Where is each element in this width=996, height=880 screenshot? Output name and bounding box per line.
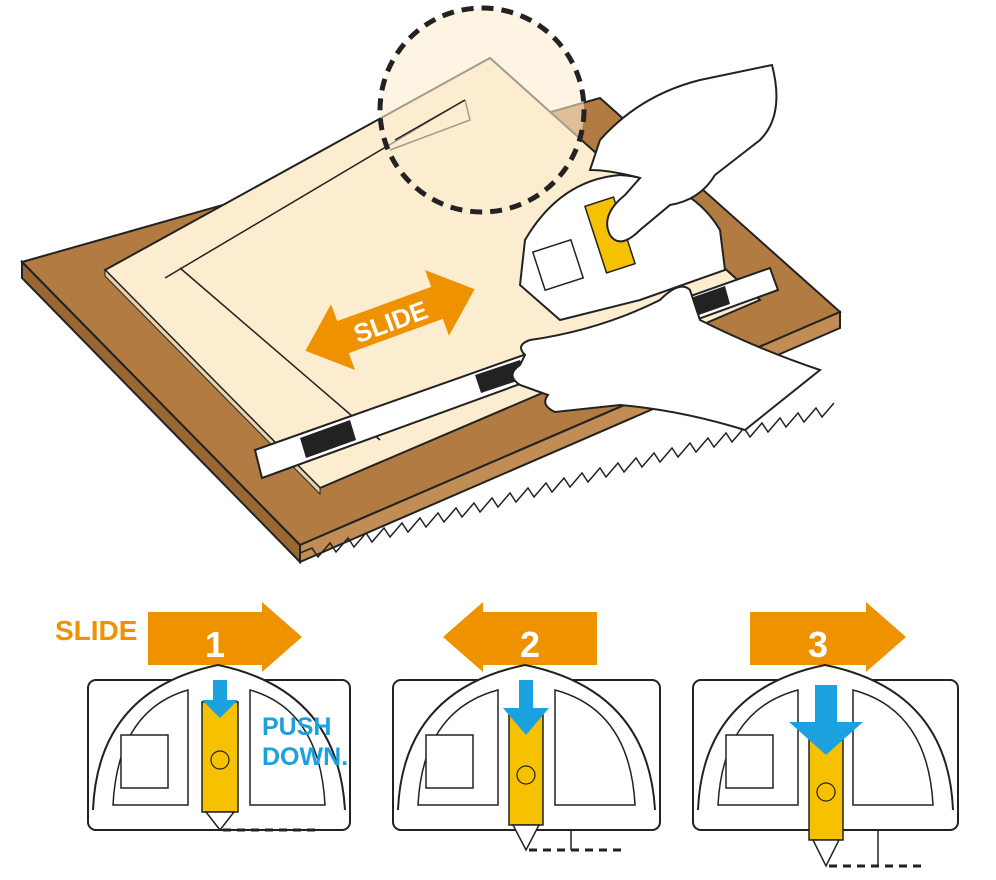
step-1-number: 1 (205, 624, 225, 665)
step-2-number: 2 (520, 624, 540, 665)
step1-slide-label: SLIDE (55, 615, 137, 646)
step-2-device (392, 663, 661, 852)
cutter-device (518, 173, 727, 322)
step-1-device (87, 663, 351, 832)
hand-holding-ruler (511, 285, 823, 432)
hand-holding-cutter (588, 63, 778, 243)
step-3-arrow: 3 (750, 602, 906, 672)
step-2-arrow: 2 (443, 602, 597, 672)
step-3-number: 3 (808, 624, 828, 665)
step-1-arrow: 1 (148, 602, 302, 672)
step-3-device (692, 663, 959, 868)
magnifier-circle (377, 5, 587, 215)
push-down-label-line2: DOWN. (262, 743, 348, 771)
push-down-label-line1: PUSH (262, 713, 331, 741)
